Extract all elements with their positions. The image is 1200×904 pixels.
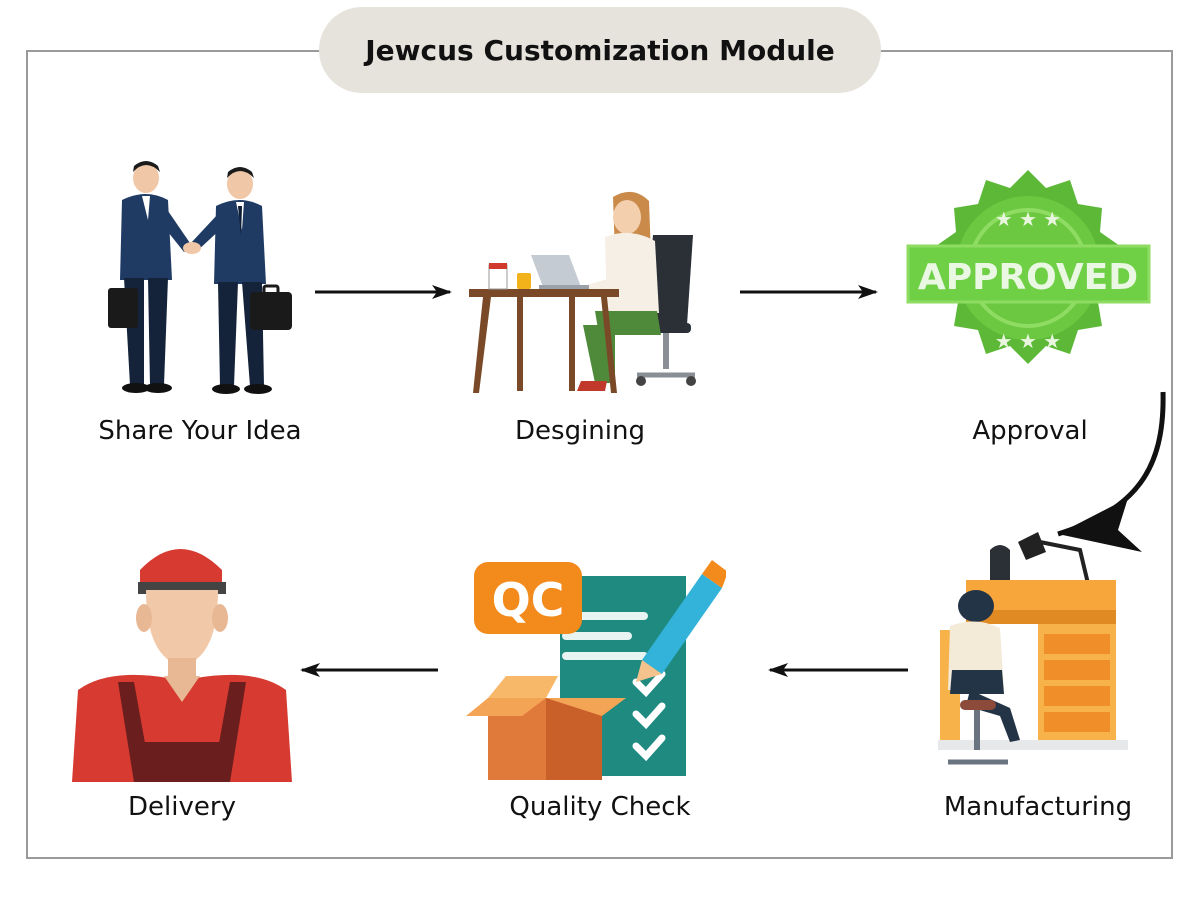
diagram-title: Jewcus Customization Module: [365, 33, 835, 67]
qc-tag-text: QC: [492, 573, 565, 627]
handshake-businessmen-icon: [108, 161, 292, 394]
badge-text: APPROVED: [918, 257, 1138, 298]
qc-checklist-box-icon: QC: [466, 560, 726, 780]
svg-text:★ ★ ★: ★ ★ ★: [995, 329, 1062, 353]
title-pill: Jewcus Customization Module: [319, 7, 881, 93]
step-label-share-idea: Share Your Idea: [98, 416, 302, 446]
step-label-manufacturing: Manufacturing: [943, 792, 1133, 822]
designer-at-desk-icon: [469, 191, 696, 393]
jeweler-workbench-icon: [938, 532, 1128, 765]
step-label-approval: Approval: [972, 416, 1088, 446]
svg-text:★ ★ ★: ★ ★ ★: [995, 207, 1062, 231]
arrow-approval-head: [1058, 498, 1142, 552]
approved-badge-icon: APPROVED ★ ★ ★ ★ ★ ★: [906, 170, 1151, 364]
step-label-delivery: Delivery: [128, 792, 236, 822]
delivery-man-icon: [72, 549, 292, 782]
step-label-designing: Desgining: [515, 416, 645, 446]
step-label-quality-check: Quality Check: [509, 792, 691, 822]
